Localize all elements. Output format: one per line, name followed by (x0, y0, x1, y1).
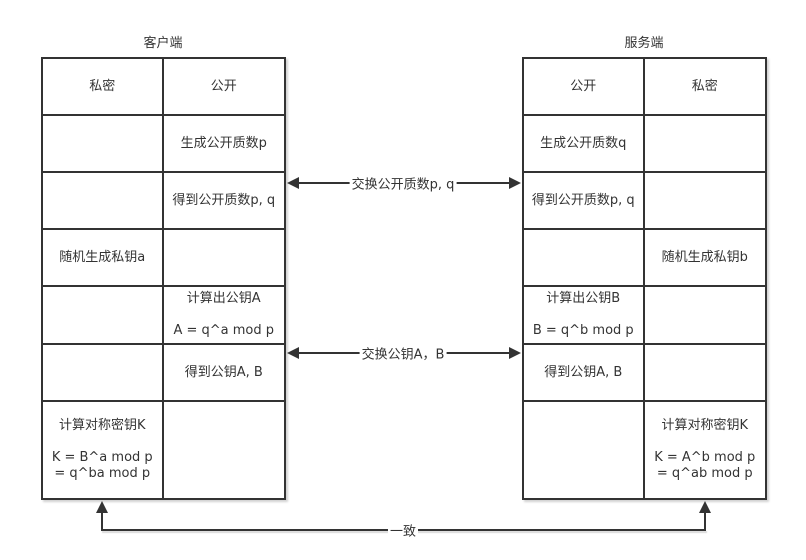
table-cell (164, 402, 285, 498)
server-row-symmetric-key: 计算对称密钥K K = A^b mod p = q^ab mod p (524, 402, 765, 498)
server-row-got-primes: 得到公开质数p, q (524, 173, 765, 230)
table-cell: 得到公开质数p, q (172, 192, 276, 208)
table-cell (43, 345, 164, 400)
table-cell (43, 287, 164, 343)
table-cell (164, 230, 285, 285)
exchange-primes-label: 交换公开质数p, q (349, 173, 457, 193)
server-header-public: 公开 (524, 59, 645, 114)
table-cell: 得到公开质数p, q (524, 173, 645, 228)
table-cell (524, 402, 645, 498)
server-row-private-key: 随机生成私钥b (524, 230, 765, 287)
server-table: 公开 私密 生成公开质数q 得到公开质数p, q 随机生成私钥b 计算出公钥B … (522, 57, 767, 500)
table-cell: 得到公钥A, B (184, 364, 263, 380)
identical-label: 一致 (387, 520, 419, 540)
client-row-got-public-keys: 得到公钥A, B (43, 345, 284, 402)
arrowhead-up-icon (96, 501, 108, 513)
arrowhead-left-icon (287, 347, 299, 359)
client-row-generate-prime: 生成公开质数p (43, 116, 284, 173)
table-cell (645, 345, 766, 400)
arrowhead-up-icon (699, 501, 711, 513)
server-title: 服务端 (624, 36, 664, 51)
arrowhead-right-icon (509, 347, 521, 359)
server-row-got-public-keys: 得到公钥A, B (524, 345, 765, 402)
client-row-got-primes: 得到公开质数p, q (43, 173, 284, 230)
table-cell: 得到公钥A, B (524, 345, 645, 400)
table-cell: 计算出公钥A A = q^a mod p (173, 291, 275, 338)
table-cell: 生成公开质数p (180, 135, 267, 151)
table-cell (645, 116, 766, 171)
table-cell (524, 230, 645, 285)
table-cell: 计算对称密钥K K = B^a mod p = q^ba mod p (43, 402, 164, 498)
table-cell (645, 173, 766, 228)
client-row-private-key: 随机生成私钥a (43, 230, 284, 287)
client-row-compute-public-key: 计算出公钥A A = q^a mod p (43, 287, 284, 345)
server-row-generate-prime: 生成公开质数q (524, 116, 765, 173)
client-header-public: 公开 (210, 78, 237, 94)
arrowhead-left-icon (287, 177, 299, 189)
client-header-private: 私密 (43, 59, 164, 114)
table-cell: 随机生成私钥b (661, 249, 748, 265)
connector-line (101, 512, 103, 531)
client-title: 客户端 (143, 36, 183, 51)
table-cell (43, 116, 164, 171)
table-cell: 计算对称密钥K K = A^b mod p = q^ab mod p (654, 418, 756, 481)
server-row-compute-public-key: 计算出公钥B B = q^b mod p (524, 287, 765, 345)
arrowhead-right-icon (509, 177, 521, 189)
exchange-keys-label: 交换公钥A，B (359, 343, 447, 363)
table-cell: 生成公开质数q (524, 116, 645, 171)
client-table: 私密 公开 生成公开质数p 得到公开质数p, q 随机生成私钥a 计算出公钥A … (41, 57, 286, 500)
table-cell (645, 287, 766, 343)
server-header-row: 公开 私密 (524, 59, 765, 116)
client-row-symmetric-key: 计算对称密钥K K = B^a mod p = q^ba mod p (43, 402, 284, 498)
table-cell (43, 173, 164, 228)
table-cell: 计算出公钥B B = q^b mod p (524, 287, 645, 343)
client-header-row: 私密 公开 (43, 59, 284, 116)
table-cell: 随机生成私钥a (43, 230, 164, 285)
connector-line (704, 512, 706, 531)
server-header-private: 私密 (691, 78, 718, 94)
